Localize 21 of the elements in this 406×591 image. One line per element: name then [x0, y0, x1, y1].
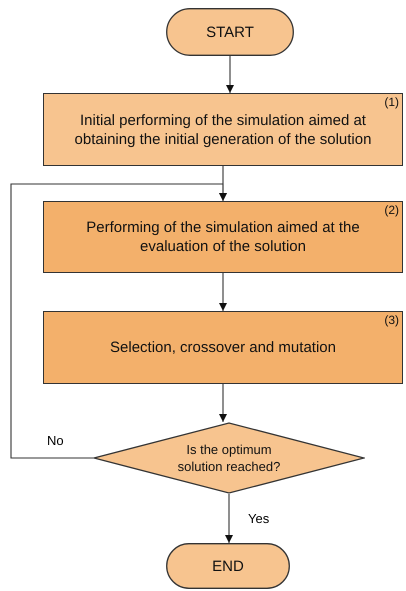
step-number: (2)	[384, 203, 399, 217]
arrow	[226, 56, 234, 93]
arrow	[219, 273, 227, 311]
decision-diamond	[93, 422, 365, 494]
terminal-shape	[166, 543, 290, 589]
step-number: (3)	[384, 313, 399, 327]
process-box	[43, 201, 403, 273]
arrow	[225, 494, 233, 543]
edge-label: No	[46, 433, 65, 448]
node-label: Initial performing of the simulation aimed at obtaining the initial generation of the solution	[74, 110, 372, 148]
node-label: Selection, crossover and mutation	[110, 338, 336, 357]
process-box	[43, 93, 403, 166]
node-label: START	[206, 22, 254, 42]
node-label: Performing of the simulation aimed at the evaluation of the solution	[85, 218, 361, 256]
step-number: (1)	[384, 95, 399, 109]
process-box	[43, 311, 403, 384]
terminal-shape	[166, 8, 294, 56]
node-label: Is the optimum solution reached?	[176, 441, 282, 475]
node-label: END	[212, 556, 244, 576]
arrow	[219, 384, 227, 422]
arrow	[10, 183, 227, 459]
